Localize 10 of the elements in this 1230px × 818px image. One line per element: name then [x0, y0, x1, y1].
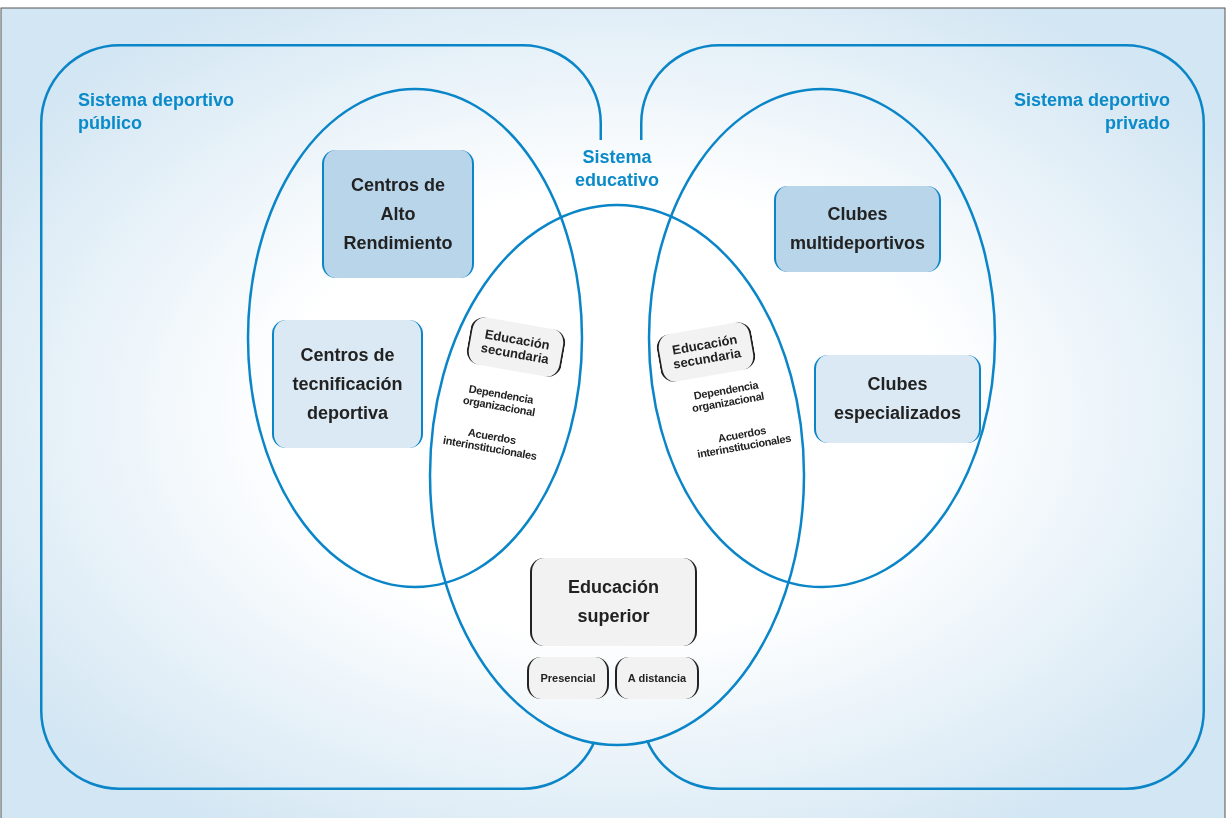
system-heading: Sistema deportivo privado [1012, 89, 1170, 135]
system-heading: Sistema educativo [574, 146, 660, 192]
category-box: Clubes multideportivos [774, 186, 941, 272]
category-box: Presencial [527, 657, 609, 699]
system-heading: Sistema deportivo público [78, 89, 236, 135]
category-box: A distancia [615, 657, 699, 699]
category-box: Centros de tecnificación deportiva [272, 320, 423, 448]
category-box: Centros de Alto Rendimiento [322, 150, 474, 278]
category-box: Clubes especializados [814, 355, 981, 443]
category-box: Educación superior [530, 558, 697, 646]
